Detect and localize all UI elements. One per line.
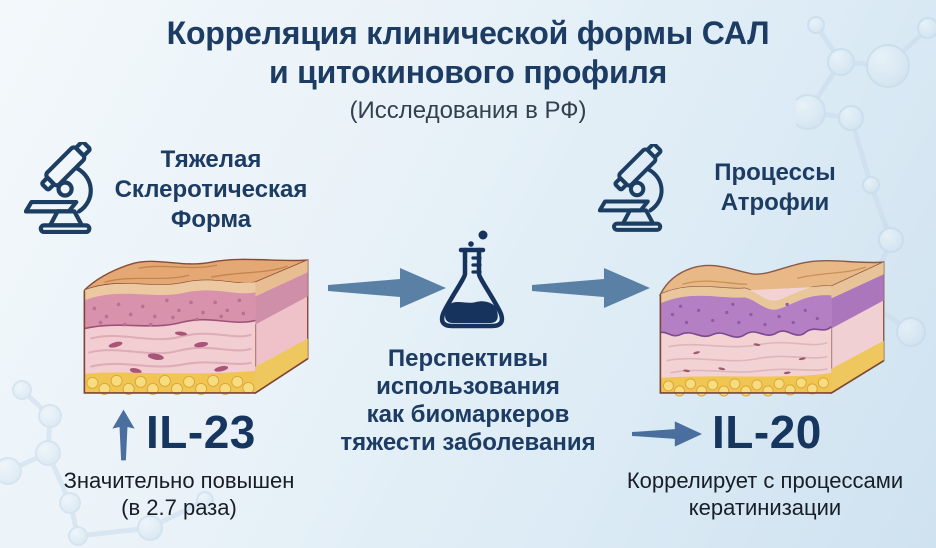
section-heading-left: Тяжелая Склеротическая Форма	[114, 146, 308, 233]
arrow-up-icon	[110, 404, 137, 466]
flow-arrow-right-icon	[532, 263, 652, 313]
center-biomarker-text: Перспективы использования как биомаркеро…	[340, 345, 596, 456]
title-line-2: и цитокинового профиля	[268, 54, 668, 90]
flask-icon	[426, 228, 518, 340]
page-subtitle: (Исследования в РФ)	[349, 97, 587, 124]
skin-illustration-sclerotic	[60, 240, 312, 403]
title-line-1: Корреляция клинической формы САЛ	[166, 15, 770, 51]
microscope-icon	[598, 144, 678, 234]
arrow-right-icon	[632, 418, 704, 450]
page-title: Корреляция клинической формы САЛ и циток…	[0, 14, 936, 125]
caption-il20: Коррелирует с процессами кератинизации	[626, 468, 904, 520]
caption-il23: Значительно повышен (в 2.7 раза)	[63, 468, 295, 520]
section-heading-right: Процессы Атрофии	[714, 159, 836, 216]
cytokine-label-il23: IL-23	[146, 406, 256, 458]
skin-illustration-atrophic	[636, 240, 888, 403]
microscope-icon	[24, 142, 108, 236]
cytokine-label-il20: IL-20	[712, 406, 822, 458]
flow-arrow-left-icon	[328, 263, 448, 313]
